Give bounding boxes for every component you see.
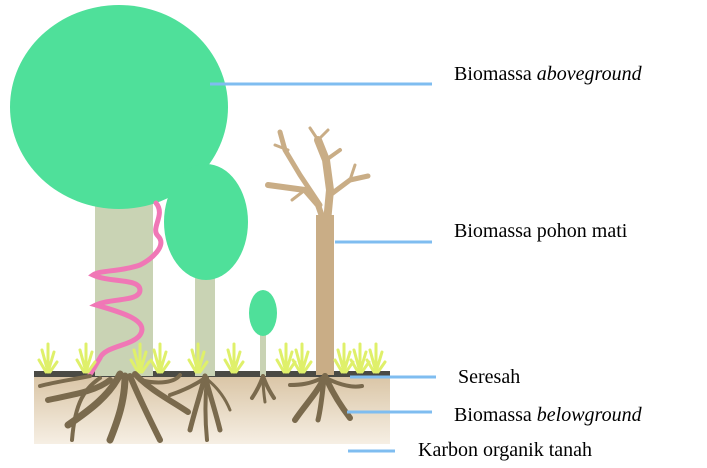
label-litter: Seresah bbox=[458, 367, 520, 387]
medium-tree-canopy bbox=[164, 164, 248, 280]
label-aboveground-term: aboveground bbox=[537, 63, 642, 85]
grass-tuft bbox=[367, 344, 385, 372]
grass-tuft bbox=[351, 344, 369, 372]
label-soil-organic-carbon: Karbon organik tanah bbox=[418, 440, 592, 460]
grass-tuft bbox=[293, 344, 311, 372]
dead-tree-icon bbox=[268, 128, 368, 375]
grass-tuft bbox=[39, 344, 57, 372]
sapling-canopy bbox=[249, 290, 277, 336]
grass-tuft bbox=[335, 344, 353, 372]
grass-tuft bbox=[151, 344, 169, 372]
grass-tuft bbox=[225, 344, 243, 372]
label-belowground-biomass: Biomassa belowground bbox=[454, 405, 642, 425]
label-belowground-term: belowground bbox=[537, 404, 642, 426]
label-belowground-prefix: Biomassa bbox=[454, 404, 537, 426]
label-aboveground-prefix: Biomassa bbox=[454, 63, 537, 85]
label-aboveground-biomass: Biomassa aboveground bbox=[454, 64, 642, 84]
grass-tuft bbox=[277, 344, 295, 372]
grass-tuft bbox=[77, 344, 95, 372]
label-dead-tree-biomass: Biomassa pohon mati bbox=[454, 221, 627, 241]
